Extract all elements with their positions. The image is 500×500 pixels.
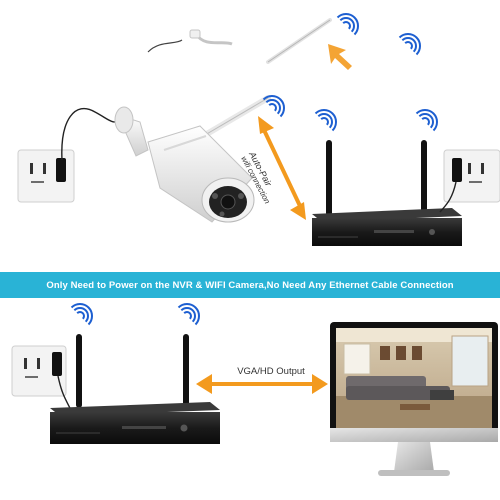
- wifi-icon: [336, 13, 359, 36]
- nvr-power-cable: [439, 181, 457, 213]
- wifi-icon: [177, 303, 200, 326]
- top-antenna: [266, 18, 332, 64]
- nvr-icon: [50, 334, 220, 444]
- power-socket-icon: [11, 345, 67, 397]
- camera-icon: [114, 95, 271, 223]
- arrow-icon: [328, 44, 352, 70]
- wifi-icon: [415, 109, 438, 132]
- wifi-icon: [70, 303, 93, 326]
- vga-output-label: VGA/HD Output: [237, 366, 305, 377]
- top-plug-cable: [147, 29, 233, 53]
- wifi-icon: [398, 33, 421, 56]
- nvr-icon: [312, 140, 462, 246]
- arrow-icon: [258, 116, 306, 220]
- wifi-icon: [314, 109, 337, 132]
- wifi-icon: [262, 95, 285, 118]
- arrow-icon: [196, 374, 328, 394]
- info-banner: Only Need to Power on the NVR & WIFI Cam…: [0, 272, 500, 298]
- power-socket-icon: [443, 149, 500, 203]
- camera-power-cable: [61, 107, 123, 161]
- banner-text: Only Need to Power on the NVR & WIFI Cam…: [46, 279, 454, 291]
- power-socket-icon: [17, 149, 75, 203]
- monitor-icon: [330, 322, 498, 476]
